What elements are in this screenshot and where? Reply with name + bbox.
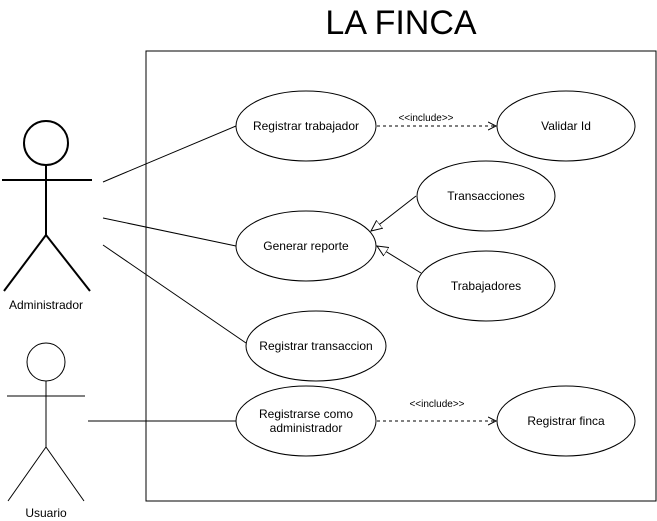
use-case-trabajadores-label: Trabajadores bbox=[451, 279, 521, 293]
assoc-admin-generar-reporte bbox=[102, 217, 237, 247]
use-case-registrar-transaccion: Registrar transaccion bbox=[245, 310, 387, 382]
assoc-admin-registrar-trabajador bbox=[102, 125, 237, 183]
use-case-registrarse-label-line2: administrador bbox=[270, 421, 343, 435]
use-case-registrar-finca-label: Registrar finca bbox=[527, 414, 605, 428]
actor-usuario bbox=[7, 342, 85, 502]
use-case-trabajadores: Trabajadores bbox=[416, 250, 556, 322]
actor-administrador-label: Administrador bbox=[9, 298, 83, 312]
use-case-validar-id-label: Validar Id bbox=[541, 119, 591, 133]
actor-usuario-label: Usuario bbox=[25, 506, 67, 520]
use-case-registrar-trabajador: Registrar trabajador bbox=[235, 90, 377, 162]
association-lines bbox=[88, 125, 247, 422]
system-boundary bbox=[145, 50, 657, 502]
generalization-trabajadores bbox=[377, 246, 422, 274]
include-label-2: <<include>> bbox=[409, 399, 464, 410]
use-case-registrarse-administrador: Registrarse como administrador bbox=[235, 385, 377, 457]
use-case-registrar-transaccion-label: Registrar transaccion bbox=[259, 339, 372, 353]
use-case-registrar-trabajador-label: Registrar trabajador bbox=[253, 119, 359, 133]
assoc-admin-registrar-transaccion bbox=[102, 244, 247, 344]
diagram-title: LA FINCA bbox=[325, 4, 476, 42]
use-case-registrarse-label-line1: Registrarse como bbox=[259, 407, 353, 421]
generalization-transacciones bbox=[371, 195, 417, 231]
use-case-generar-reporte-label: Generar reporte bbox=[263, 239, 349, 253]
use-case-registrar-finca: Registrar finca bbox=[496, 385, 636, 457]
actor-administrador bbox=[2, 120, 92, 292]
include-label-1: <<include>> bbox=[398, 113, 453, 124]
use-case-transacciones-label: Transacciones bbox=[447, 189, 525, 203]
use-case-validar-id: Validar Id bbox=[496, 90, 636, 162]
use-case-transacciones: Transacciones bbox=[416, 160, 556, 232]
use-case-generar-reporte: Generar reporte bbox=[235, 210, 377, 282]
